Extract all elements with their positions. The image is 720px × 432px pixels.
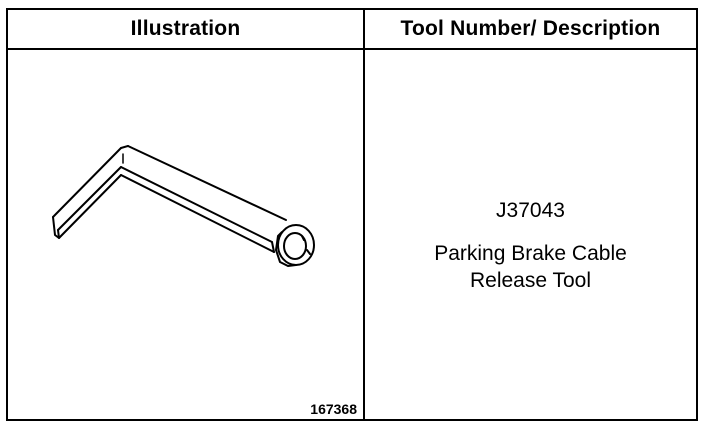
tool-description-line1: Parking Brake Cable (434, 242, 627, 265)
tool-number: J37043 (496, 199, 565, 222)
figure-id: 167368 (310, 401, 357, 417)
illustration-cell: 167368 (8, 50, 363, 419)
column-divider (363, 10, 365, 419)
header-row: Illustration Tool Number/ Description (8, 10, 696, 50)
description-cell: J37043 Parking Brake Cable Release Tool (365, 50, 696, 419)
tool-table: Illustration Tool Number/ Description (6, 8, 698, 421)
header-illustration: Illustration (130, 17, 241, 40)
tool-description-line2: Release Tool (469, 269, 592, 292)
header-tool-description: Tool Number/ Description (400, 17, 661, 40)
release-tool-illustration (52, 145, 315, 267)
